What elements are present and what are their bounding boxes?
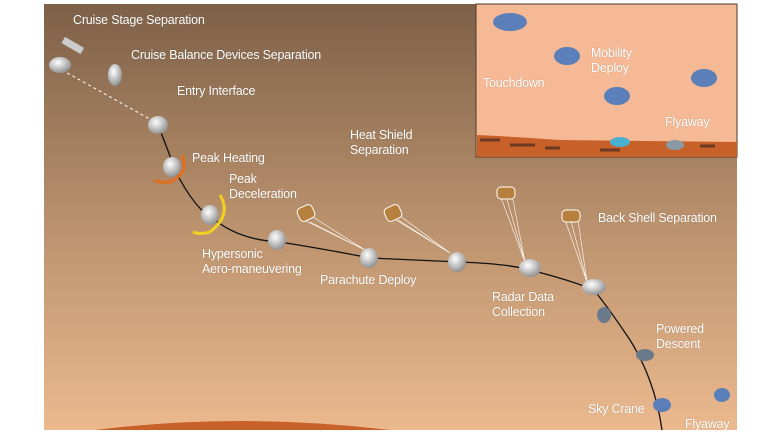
label-line: Collection	[492, 305, 545, 319]
parachutes	[299, 194, 588, 283]
label-line: Hypersonic	[202, 247, 263, 261]
label-peak-heating: Peak Heating	[192, 151, 265, 165]
label-cruise-balance-devices-separation: Cruise Balance Devices Separation	[131, 48, 322, 62]
label-line: Radar Data	[492, 290, 554, 304]
trajectory-line	[159, 129, 663, 431]
label-line: Separation	[350, 143, 409, 157]
label-flyaway: Flyaway	[685, 417, 730, 431]
mars-horizon	[95, 421, 390, 430]
label-line: Aero-maneuvering	[202, 262, 302, 276]
parachute-canopies	[296, 186, 581, 223]
label-line: Powered	[656, 322, 704, 336]
capsules	[49, 13, 730, 412]
label-line: Heat Shield	[350, 128, 413, 142]
label-entry-interface: Entry Interface	[177, 84, 256, 98]
inset-label-flyaway: Flyaway	[665, 115, 710, 129]
label-line: Deploy	[591, 61, 629, 75]
label-sky-crane: Sky Crane	[588, 402, 645, 416]
label-cruise-stage-separation: Cruise Stage Separation	[73, 13, 205, 27]
heating-arc	[153, 154, 186, 184]
label-line: Mobility	[591, 46, 632, 60]
inset-label-touchdown: Touchdown	[483, 76, 545, 90]
landing-inset	[475, 3, 738, 158]
label-parachute-deploy: Parachute Deploy	[320, 273, 417, 287]
label-back-shell-separation: Back Shell Separation	[598, 211, 717, 225]
deceleration-arc	[192, 194, 226, 235]
label-line: Deceleration	[229, 187, 297, 201]
label-line: Peak	[229, 172, 257, 186]
label-line: Descent	[656, 337, 701, 351]
